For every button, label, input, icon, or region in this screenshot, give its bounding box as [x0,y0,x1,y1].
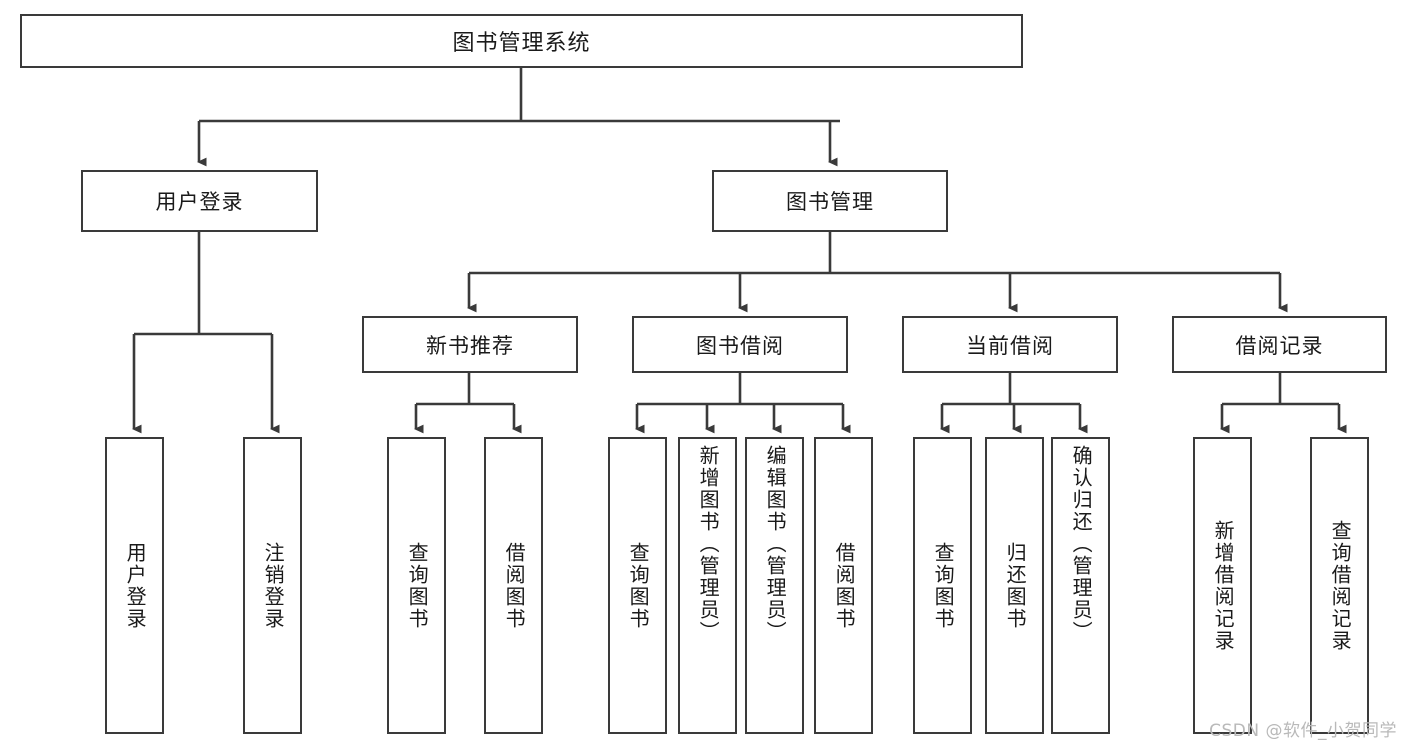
node-leaf-3[interactable]: 借阅图书 [484,437,543,734]
node-label: 借阅记录 [1235,333,1324,358]
node-level3-3[interactable]: 借阅记录 [1172,316,1387,373]
node-label: 用户登录 [155,190,244,214]
node-leaf-10[interactable]: 确认归还（管理员） [1051,437,1110,734]
node-label: 归还图书 [1003,541,1028,630]
node-level3-0[interactable]: 新书推荐 [362,316,578,373]
node-label: 查询图书 [626,541,651,630]
node-level2-0[interactable]: 用户登录 [81,170,318,232]
node-label: 查询图书 [405,541,430,630]
node-label: 图书借阅 [696,333,784,358]
node-label: 注销登录 [261,541,286,630]
node-leaf-6[interactable]: 编辑图书（管理员） [745,437,804,734]
node-leaf-0[interactable]: 用户登录 [105,437,164,734]
node-label: 新增借阅记录 [1211,519,1236,652]
node-leaf-1[interactable]: 注销登录 [243,437,302,734]
node-level3-2[interactable]: 当前借阅 [902,316,1118,373]
node-label: 图书管理系统 [452,31,591,56]
node-label: 新增图书（管理员） [696,445,721,643]
node-label: 用户登录 [123,541,148,630]
node-leaf-12[interactable]: 查询借阅记录 [1310,437,1369,734]
node-label: 图书管理 [786,190,874,214]
node-label: 借阅图书 [832,541,857,630]
node-leaf-8[interactable]: 查询图书 [913,437,972,734]
node-level3-1[interactable]: 图书借阅 [632,316,848,373]
node-label: 查询图书 [931,541,956,630]
node-leaf-7[interactable]: 借阅图书 [814,437,873,734]
node-leaf-9[interactable]: 归还图书 [985,437,1044,734]
node-leaf-5[interactable]: 新增图书（管理员） [678,437,737,734]
node-root-system[interactable]: 图书管理系统 [20,14,1023,68]
node-leaf-4[interactable]: 查询图书 [608,437,667,734]
node-level2-1[interactable]: 图书管理 [712,170,948,232]
node-label: 借阅图书 [502,541,527,630]
node-label: 新书推荐 [426,333,514,358]
node-leaf-11[interactable]: 新增借阅记录 [1193,437,1252,734]
node-leaf-2[interactable]: 查询图书 [387,437,446,734]
node-label: 确认归还（管理员） [1069,445,1094,643]
node-label: 查询借阅记录 [1328,519,1353,652]
node-label: 编辑图书（管理员） [763,445,788,643]
node-label: 当前借阅 [966,333,1054,358]
